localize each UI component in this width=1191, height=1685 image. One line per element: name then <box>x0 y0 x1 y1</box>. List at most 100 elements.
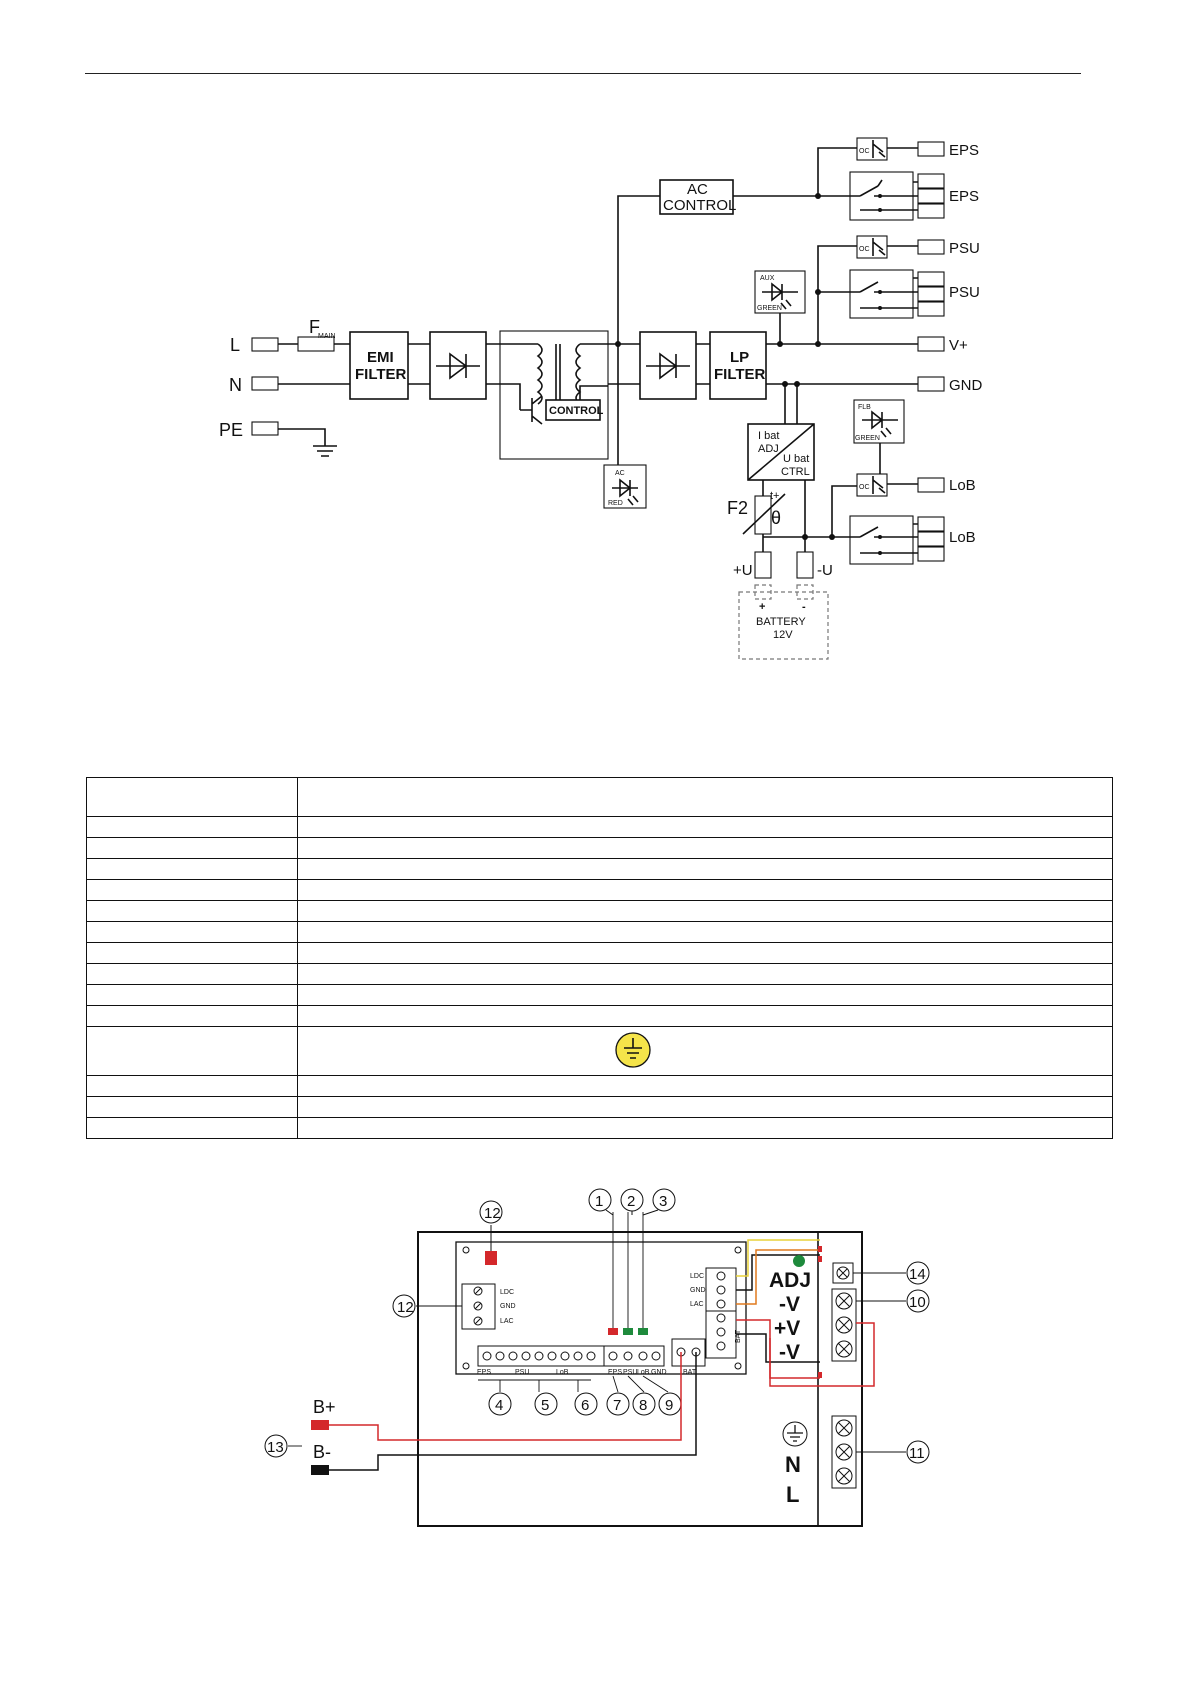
terminal-n <box>251 376 279 391</box>
output-lob-relay: LoB <box>949 529 976 546</box>
earth-symbol <box>278 428 337 457</box>
callout-12-top-label: 12 <box>484 1205 501 1222</box>
table-row <box>86 921 1113 943</box>
fuse-main-letter: F <box>309 317 320 337</box>
callout-4: 4 <box>495 1397 503 1414</box>
aux-led-bottom: GREEN <box>757 305 782 312</box>
table-row <box>86 900 1113 922</box>
callout-2: 2 <box>627 1193 635 1210</box>
table-row <box>86 816 1113 838</box>
mains-l: L <box>786 1482 799 1507</box>
table-row <box>86 777 1113 817</box>
ac-led-box <box>603 464 647 509</box>
callout-10 <box>906 1289 930 1313</box>
callout-13 <box>264 1434 288 1458</box>
table-row <box>86 858 1113 880</box>
output-eps-relay: EPS <box>949 188 979 205</box>
output-vplus: V+ <box>949 337 968 354</box>
battery-plus-u: +U <box>733 562 753 579</box>
callout-6: 6 <box>581 1397 589 1414</box>
lead-bplus: B+ <box>313 1397 336 1417</box>
ac-led-bottom: RED <box>608 500 623 507</box>
callout-11-label: 11 <box>909 1445 925 1462</box>
callout-3: 3 <box>659 1193 667 1210</box>
oc-psu-label: OC <box>859 246 870 253</box>
bottom-terminals <box>482 1351 661 1361</box>
callout-11 <box>906 1440 930 1464</box>
battery-minus: - <box>802 601 806 613</box>
led-green-2 <box>638 1328 648 1335</box>
ubat-line2: CTRL <box>781 466 810 478</box>
strip-gnd: GND <box>651 1369 667 1376</box>
callout-1: 1 <box>595 1193 603 1210</box>
ac-control-block <box>659 179 734 215</box>
output-psu-relay: PSU <box>949 284 980 301</box>
fuse-f2-label: F2 <box>727 498 748 518</box>
control-block <box>545 399 601 421</box>
output-lob-oc: LoB <box>949 477 976 494</box>
left-terminal-lac: LAC <box>500 1318 514 1325</box>
mains-n: N <box>785 1452 801 1477</box>
callout-12-top <box>479 1200 503 1224</box>
right-terminal-lac: LAC <box>690 1301 704 1308</box>
side-bat: BAT <box>735 1329 742 1343</box>
adj-minus-v2: -V <box>779 1341 800 1364</box>
left-terminal-ldc: LDC <box>500 1289 514 1296</box>
enclosure <box>417 1231 863 1527</box>
transformer-primary <box>500 343 543 410</box>
output-eps-oc: EPS <box>949 142 979 159</box>
lp-filter-line2: FILTER <box>714 366 766 383</box>
emi-filter-block <box>349 331 409 400</box>
callout-10-label: 10 <box>909 1294 926 1311</box>
strip-bat: BAT <box>683 1369 697 1376</box>
fuse-main-subscript: MAIN <box>318 333 336 340</box>
battery-minus-u: -U <box>817 562 833 579</box>
table-row <box>86 1117 1113 1139</box>
converter-frame <box>499 330 609 460</box>
emi-filter-line2: FILTER <box>355 366 407 383</box>
left-terminal-gnd: GND <box>500 1303 516 1310</box>
diode-icon-2 <box>646 352 690 380</box>
terminal-pe-label: PE <box>219 420 243 440</box>
table-row <box>86 963 1113 985</box>
ubat-line1: U bat <box>783 453 809 465</box>
adj-label: ADJ <box>769 1269 811 1292</box>
oc-eps <box>856 137 888 161</box>
ac-led-top: AC <box>615 470 625 477</box>
control-block-label: CONTROL <box>549 405 604 417</box>
oc-psu <box>856 235 888 259</box>
led-red <box>608 1328 618 1335</box>
transformer-secondary <box>575 343 608 405</box>
battery-label-2: 12V <box>773 629 793 641</box>
table-row <box>86 837 1113 859</box>
earth-icon <box>782 1421 808 1447</box>
callout-12-left-label: 12 <box>397 1299 414 1316</box>
terminal-n-label: N <box>229 375 242 395</box>
battery-label-1: BATTERY <box>756 616 806 628</box>
terminal-l <box>251 337 279 352</box>
oc-lob-label: OC <box>859 484 870 491</box>
table-row <box>86 942 1113 964</box>
callout-14 <box>906 1261 930 1285</box>
strip-eps: EPS <box>477 1369 491 1376</box>
strip-psu2: PSU <box>623 1369 637 1376</box>
fuse-f2-tplus: t+ <box>770 490 779 502</box>
ground-symbol-icon <box>615 1032 651 1068</box>
diode-icon <box>436 352 480 380</box>
adj-minus-v1: -V <box>779 1293 800 1316</box>
adj-plus-v: +V <box>774 1317 800 1340</box>
block-diagram: L N PE F MAIN EMI FILTER CONTROL AC CONT… <box>219 137 983 660</box>
header-rule <box>85 73 1081 74</box>
table-row <box>86 1026 1113 1076</box>
transistor-icon <box>520 395 543 425</box>
terminal-minus-u <box>796 551 814 579</box>
terminal-pe <box>251 421 279 436</box>
transformer-core <box>555 344 561 404</box>
table-row <box>86 879 1113 901</box>
aux-led-top: AUX <box>760 275 775 282</box>
callout-8: 8 <box>639 1397 647 1414</box>
lp-filter-line1: LP <box>730 349 749 366</box>
ac-control-line2: CONTROL <box>663 197 736 214</box>
callout-14-label: 14 <box>909 1266 926 1283</box>
